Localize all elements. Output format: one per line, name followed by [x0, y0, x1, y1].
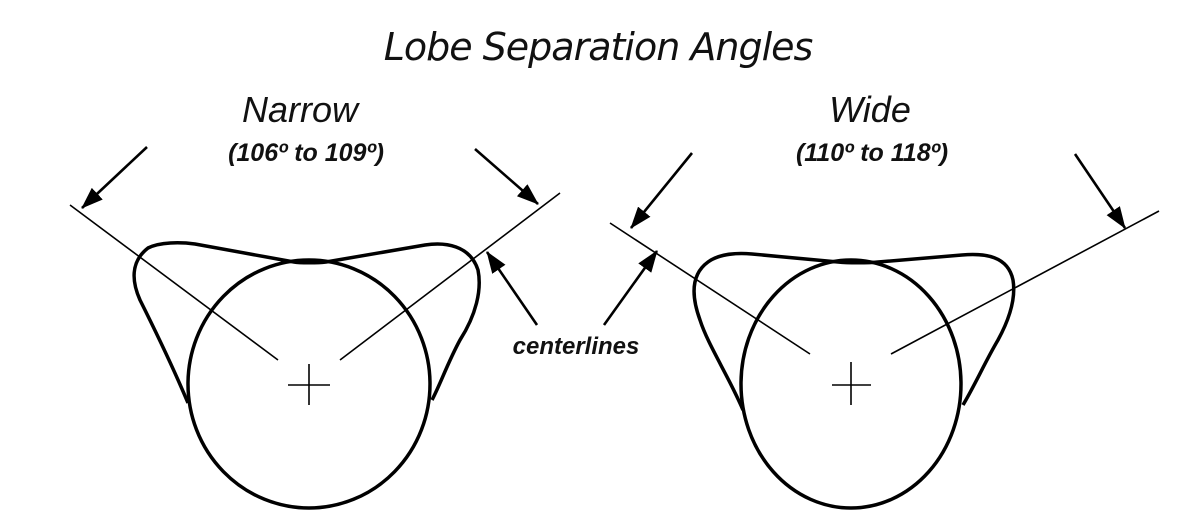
wide-left-arrow-icon [629, 152, 694, 229]
wide-base-circle [739, 258, 963, 510]
wide-cam-lobe [692, 251, 1016, 411]
narrow-range: (106º to 109º) [228, 139, 384, 167]
narrow-left-arrow-icon [81, 146, 148, 209]
wide-right-arrow-icon [1073, 153, 1127, 229]
narrow-right-arrow-icon [474, 148, 539, 205]
wide-label: Wide [829, 89, 911, 130]
wide-diagram: Wide (110º to 118º) [609, 89, 1160, 510]
centerlines-left-arrow-icon [485, 251, 539, 326]
narrow-label: Narrow [242, 89, 360, 130]
narrow-cam-lobe [132, 241, 481, 404]
narrow-base-circle [186, 258, 432, 510]
centerlines-right-arrow-icon [602, 250, 659, 326]
wide-range: (110º to 118º) [796, 139, 948, 167]
narrow-exhaust-centerline [339, 192, 561, 361]
narrow-intake-centerline [69, 204, 279, 361]
wide-exhaust-centerline [890, 210, 1160, 355]
centerlines-label: centerlines [513, 333, 640, 360]
diagram-title: Lobe Separation Angles [384, 25, 813, 69]
centerlines-callout: centerlines [485, 250, 659, 360]
narrow-diagram: Narrow (106º to 109º) [69, 89, 561, 510]
wide-intake-centerline [609, 222, 811, 355]
